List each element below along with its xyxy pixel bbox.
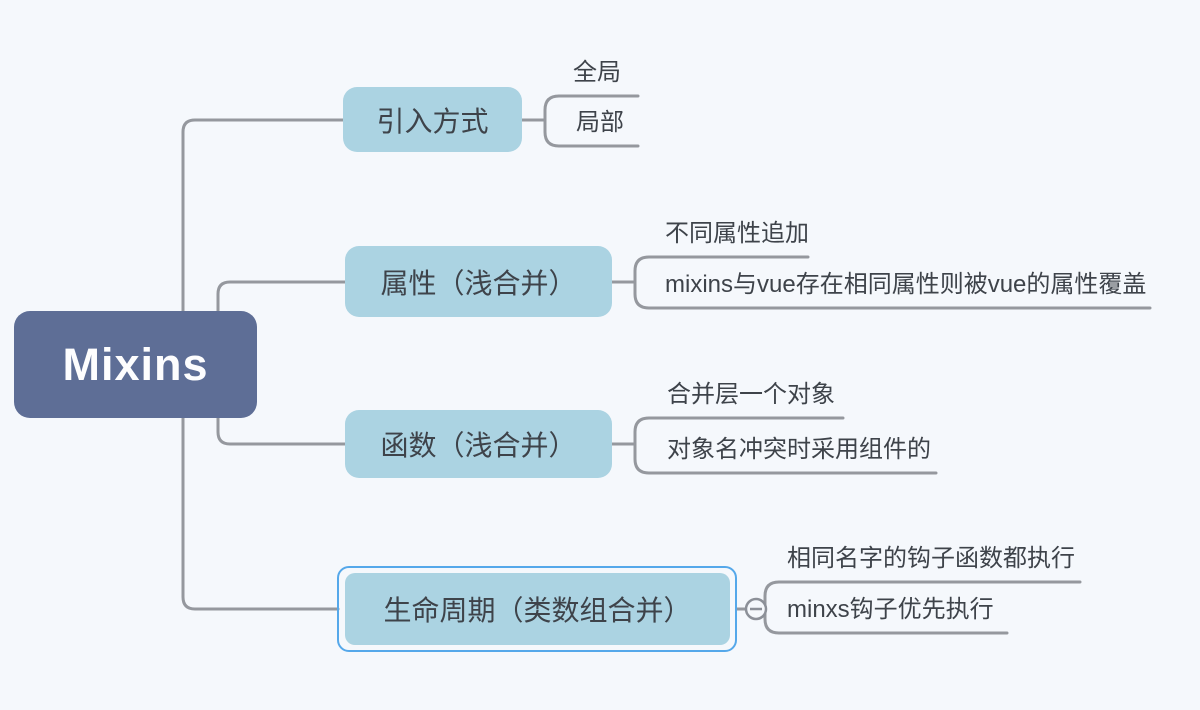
leaf-node-merge-into-one-object[interactable]: 合并层一个对象 [667,381,835,408]
branch-node-import-method[interactable]: 引入方式 [343,87,522,152]
connector-branch1-children [543,94,640,148]
leaf-node-same-name-hooks-all-run[interactable]: 相同名字的钩子函数都执行 [787,545,1075,572]
connector-branch3-children [633,416,938,475]
connector-branch2-children [633,255,1152,310]
selection-ring [337,566,737,652]
branch-node-properties[interactable]: 属性（浅合并） [345,246,612,317]
branch-node-lifecycle[interactable]: 生命周期（类数组合并） [345,573,730,645]
leaf-node-different-props-append[interactable]: 不同属性追加 [665,220,809,247]
leaf-node-same-props-overridden-by-vue[interactable]: mixins与vue存在相同属性则被vue的属性覆盖 [665,271,1147,298]
connector-root-to-branch1 [181,118,345,332]
root-node-mixins[interactable]: Mixins [14,311,257,418]
connector-root-to-branch3 [216,398,347,446]
connector-root-to-branch4 [181,398,340,611]
branch-node-functions[interactable]: 函数（浅合并） [345,410,612,478]
leaf-node-global[interactable]: 全局 [573,59,621,86]
leaf-node-local[interactable]: 局部 [576,109,624,136]
leaf-node-mixins-hooks-run-first[interactable]: minxs钩子优先执行 [787,596,994,623]
leaf-node-name-conflict-use-component[interactable]: 对象名冲突时采用组件的 [667,436,931,463]
collapse-button[interactable] [744,597,768,621]
connector-root-to-branch2 [216,280,347,332]
